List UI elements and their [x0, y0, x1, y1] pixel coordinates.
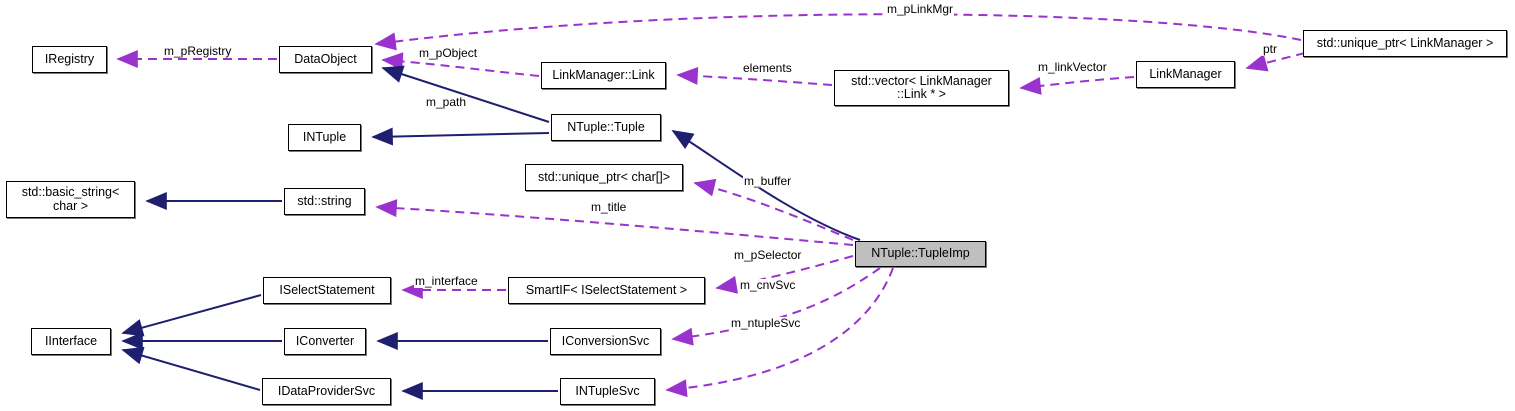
class-node-uniqueptrchar[interactable]: std::unique_ptr< char[]> [525, 164, 683, 191]
edge-label-m_path: m_path [425, 95, 468, 109]
edge-label-m_pObject: m_pObject [418, 46, 479, 60]
edge-label-m_cnvSvc: m_cnvSvc [739, 278, 797, 292]
class-node-ntupletuple[interactable]: NTuple::Tuple [551, 114, 661, 141]
class-node-dataobject[interactable]: DataObject [279, 46, 372, 73]
class-node-iinterface[interactable]: IInterface [31, 328, 111, 355]
edge-label-m_linkVector: m_linkVector [1037, 60, 1108, 74]
edge-label-m_pRegistry: m_pRegistry [163, 44, 233, 58]
edge-label-m_ntupleSvc: m_ntupleSvc [730, 316, 802, 330]
edge-m_buffer [693, 178, 854, 241]
class-node-linkmanager[interactable]: LinkManager [1136, 61, 1235, 88]
edge-inherit-idps-iinterface [121, 346, 261, 391]
class-node-stdstring[interactable]: std::string [284, 188, 365, 215]
edge-label-elements: elements [742, 61, 793, 75]
edge-elements [676, 66, 833, 86]
class-node-smartif[interactable]: SmartIF< ISelectStatement > [508, 277, 705, 304]
edge-inherit-tuple-intuple [371, 127, 550, 146]
class-node-vectorlmlink[interactable]: std::vector< LinkManager ::Link * > [834, 70, 1009, 106]
edge-m_pObject [381, 52, 540, 77]
class-node-basicstring[interactable]: std::basic_string< char > [6, 181, 135, 218]
edge-label-m_interface: m_interface [414, 274, 479, 288]
class-node-iregistry[interactable]: IRegistry [32, 46, 107, 73]
edge-m_pLinkMgr [374, 13, 1302, 51]
edge-label-m_title: m_title [590, 200, 628, 214]
class-node-tupleimp[interactable]: NTuple::TupleImp [855, 241, 986, 267]
class-node-intuplesvc[interactable]: INTupleSvc [560, 378, 655, 405]
class-node-idataprovidersvc[interactable]: IDataProviderSvc [262, 378, 391, 405]
edge-label-m_pLinkMgr: m_pLinkMgr [886, 2, 955, 16]
edge-label-m_pSelector: m_pSelector [733, 248, 803, 262]
edge-inherit-tuple-dataobject [381, 65, 550, 123]
class-node-iselectstatement[interactable]: ISelectStatement [263, 277, 391, 304]
edge-m_linkVector [1019, 76, 1135, 95]
class-node-iconverter[interactable]: IConverter [284, 328, 366, 355]
class-node-iconversionsvc[interactable]: IConversionSvc [550, 328, 661, 355]
edge-label-ptr: ptr [1262, 42, 1279, 56]
class-node-lmlink[interactable]: LinkManager::Link [541, 62, 666, 89]
edge-label-m_buffer: m_buffer [743, 174, 793, 188]
class-node-uniqueptrlm[interactable]: std::unique_ptr< LinkManager > [1303, 30, 1507, 57]
edge-inherit-iselect-iinterface [121, 294, 262, 337]
class-node-intuple[interactable]: INTuple [288, 124, 361, 151]
